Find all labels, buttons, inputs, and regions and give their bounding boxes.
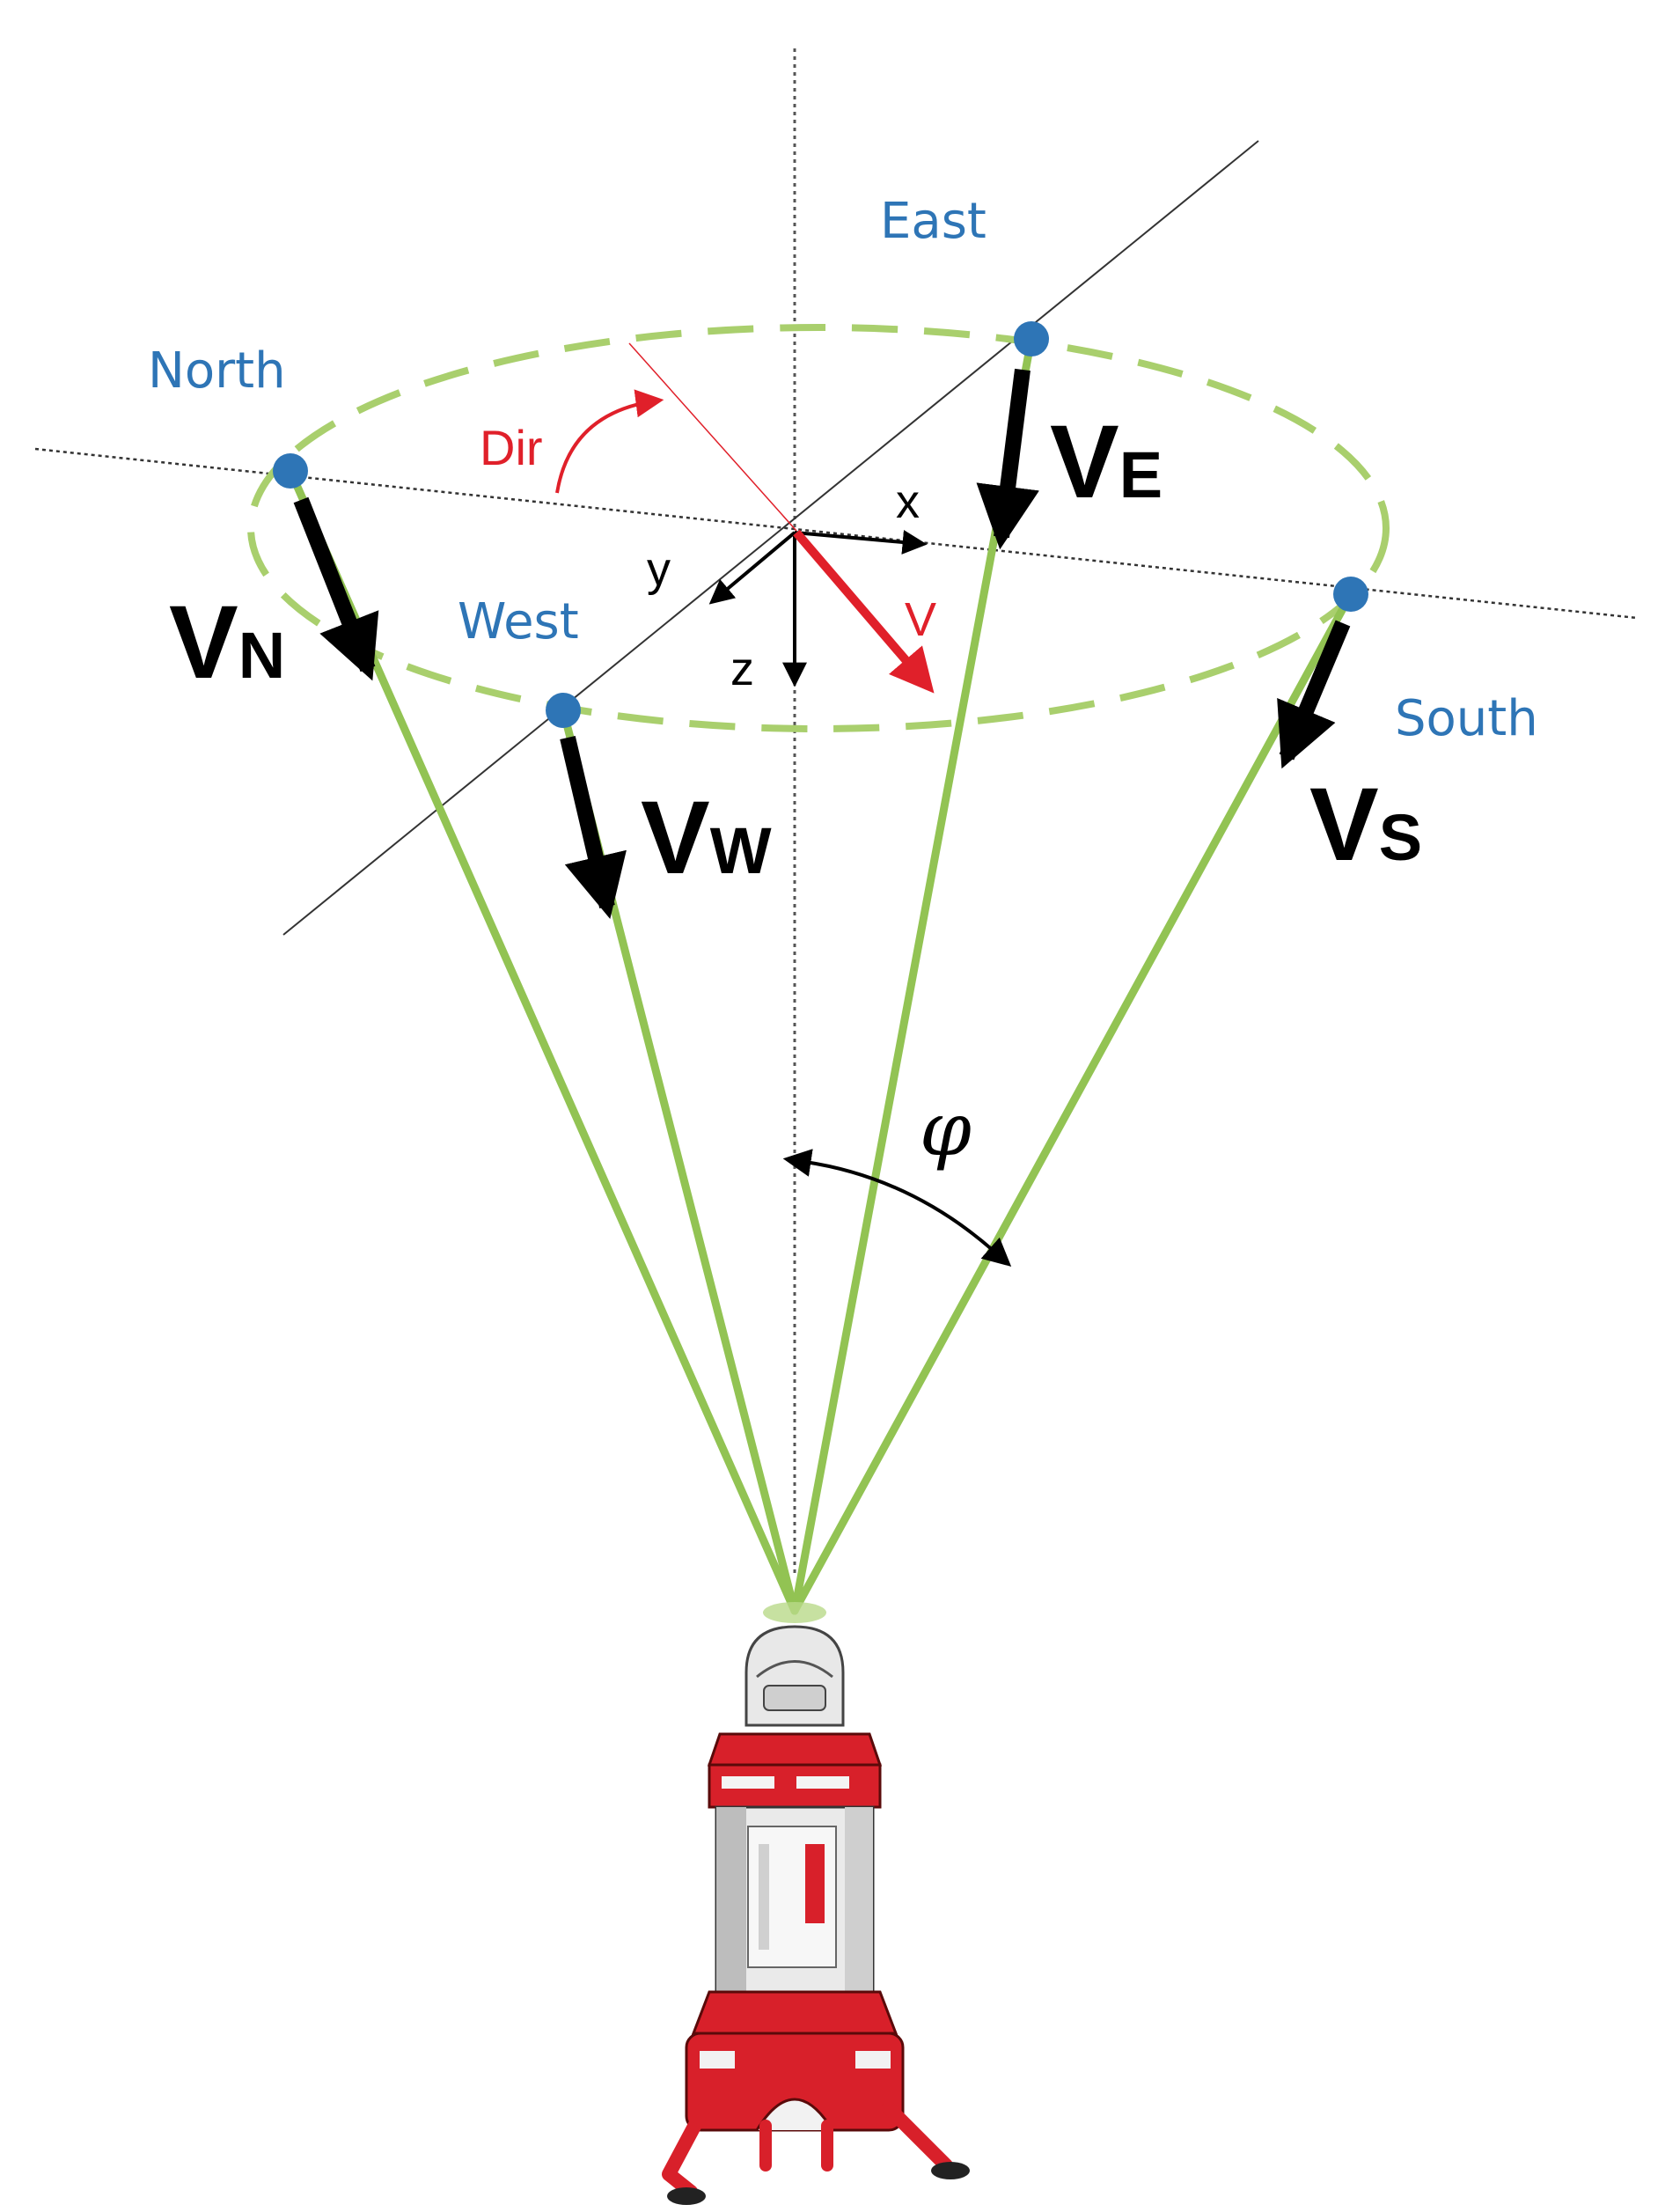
west-point	[546, 693, 581, 728]
vn-label: VN	[169, 584, 285, 701]
y-axis-label: y	[647, 543, 671, 596]
beams	[286, 334, 1355, 1615]
beam-circle	[247, 324, 1390, 732]
vn-arrow	[293, 496, 379, 681]
ve-arrow	[976, 368, 1039, 550]
vs-arrow	[1277, 620, 1351, 769]
vw-label: VW	[641, 780, 772, 896]
east-label: East	[880, 193, 987, 250]
x-axis-label: x	[896, 475, 920, 528]
ve-label: VE	[1050, 404, 1163, 520]
phi-label: φ	[920, 1086, 972, 1172]
direction-arc	[555, 389, 664, 494]
wind-vector-arrow	[793, 529, 935, 694]
lidar-instrument-icon	[662, 1602, 970, 2205]
z-axis-label: z	[730, 643, 754, 695]
phi-arc	[782, 1149, 1012, 1267]
south-point	[1333, 577, 1368, 612]
vs-label: VS	[1309, 767, 1422, 883]
north-point	[273, 453, 308, 489]
south-label: South	[1395, 690, 1538, 747]
west-label: West	[458, 593, 579, 650]
x-axis-arrow	[794, 530, 928, 555]
dir-label: Dir	[480, 420, 543, 475]
wind-vector-label: V	[905, 593, 936, 646]
east-west-axis-line	[282, 140, 1259, 936]
north-label: North	[148, 342, 286, 400]
east-point	[1014, 321, 1049, 356]
direction-reference-line	[628, 342, 797, 532]
beam-east	[790, 334, 1036, 1615]
y-axis-arrow	[708, 531, 796, 605]
vw-arrow	[560, 735, 627, 920]
beam-south	[790, 590, 1355, 1615]
